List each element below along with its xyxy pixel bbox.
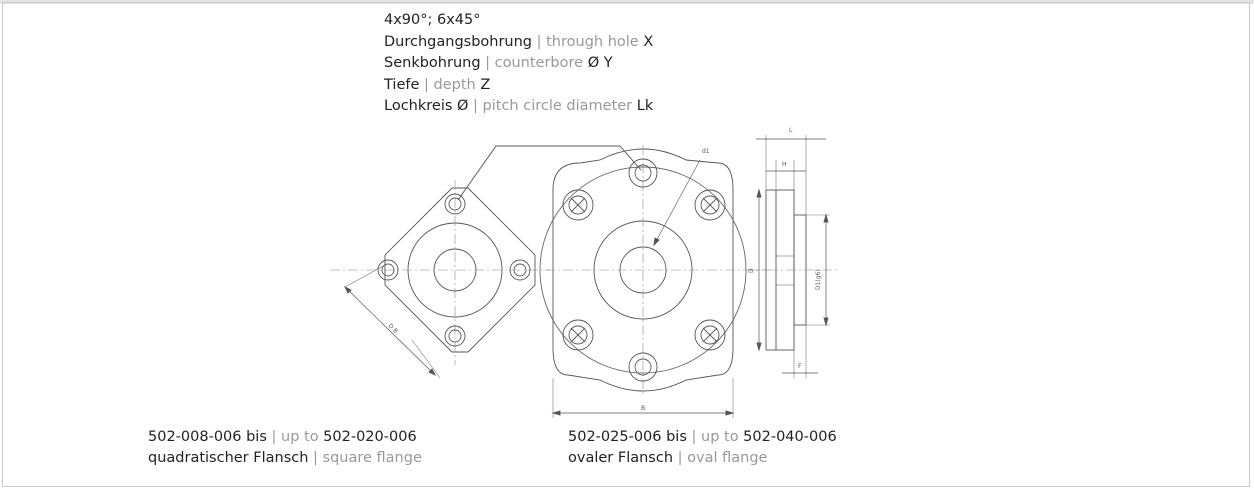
spec-pitch-circle-en: pitch circle diameter <box>482 98 633 114</box>
oval-flange-range: 502-025-006 bis | up to 502-040-006 <box>568 427 837 448</box>
separator: | <box>485 55 491 71</box>
square-range-en: up to <box>281 429 319 445</box>
spec-depth-var: Z <box>480 76 491 93</box>
spec-pitch-circle: Lochkreis Ø | pitch circle diameter Lk <box>384 96 653 118</box>
separator: | <box>473 98 478 114</box>
spec-counterbore-de: Senkbohrung <box>384 55 481 71</box>
spec-depth-en: depth <box>433 76 476 93</box>
spec-counterbore-var: Ø Y <box>587 55 613 71</box>
square-flange-drawing: D B <box>330 180 550 379</box>
separator: | <box>691 429 697 445</box>
oval-name-de: ovaler Flansch <box>568 450 674 466</box>
square-flange-caption: 502-008-006 bis | up to 502-020-006 quad… <box>148 427 422 469</box>
oval-range-to: 502-040-006 <box>743 429 837 445</box>
square-dim-label: D B <box>387 322 399 334</box>
oval-name-en: oval flange <box>687 450 768 466</box>
spec-block: 4x90°; 6x45° Durchgangsbohrung | through… <box>384 10 653 118</box>
square-range-to: 502-020-006 <box>323 429 417 445</box>
side-dim-l: L <box>789 127 793 134</box>
side-dim-d: D <box>748 268 755 273</box>
spec-counterbore: Senkbohrung | counterbore Ø Y <box>384 53 653 75</box>
side-dim-h: H <box>782 161 787 168</box>
square-flange-range: 502-008-006 bis | up to 502-020-006 <box>148 427 422 448</box>
separator: | <box>313 450 318 466</box>
spec-counterbore-en: counterbore <box>494 55 584 71</box>
spec-through-hole-var: X <box>643 33 654 50</box>
oval-dim-b: B <box>641 405 645 412</box>
square-name-en: square flange <box>322 450 422 466</box>
spec-through-hole-de: Durchgangsbohrung <box>384 33 533 50</box>
side-dim-d1: D1(g6) <box>815 269 822 290</box>
leader-lines <box>457 145 642 201</box>
separator: | <box>536 33 542 50</box>
oval-flange-drawing: d1 B <box>539 145 770 418</box>
separator: | <box>677 450 683 466</box>
square-range-from: 502-008-006 bis <box>148 429 267 445</box>
side-dim-f: F <box>798 363 802 370</box>
square-name-de: quadratischer Flansch <box>148 450 309 466</box>
spec-through-hole-en: through hole <box>546 33 639 50</box>
oval-flange-name: ovaler Flansch | oval flange <box>568 448 837 469</box>
oval-range-en: up to <box>701 429 739 445</box>
separator: | <box>424 76 429 93</box>
spec-pitch-circle-var: Lk <box>636 98 654 114</box>
spec-angles-text: 4x90°; 6x45° <box>384 12 481 28</box>
oval-dim-d1: d1 <box>702 148 710 155</box>
oval-flange-caption: 502-025-006 bis | up to 502-040-006 oval… <box>568 427 837 469</box>
oval-range-from: 502-025-006 bis <box>568 429 687 445</box>
spec-angles: 4x90°; 6x45° <box>384 10 653 32</box>
separator: | <box>271 429 277 445</box>
spec-depth: Tiefe | depth Z <box>384 75 653 97</box>
square-flange-name: quadratischer Flansch | square flange <box>148 448 422 469</box>
side-view-drawing: L H D D1(g6) F <box>748 127 840 378</box>
spec-pitch-circle-de: Lochkreis Ø <box>384 98 469 114</box>
spec-depth-de: Tiefe <box>384 76 420 93</box>
spec-through-hole: Durchgangsbohrung | through hole X <box>384 32 653 54</box>
